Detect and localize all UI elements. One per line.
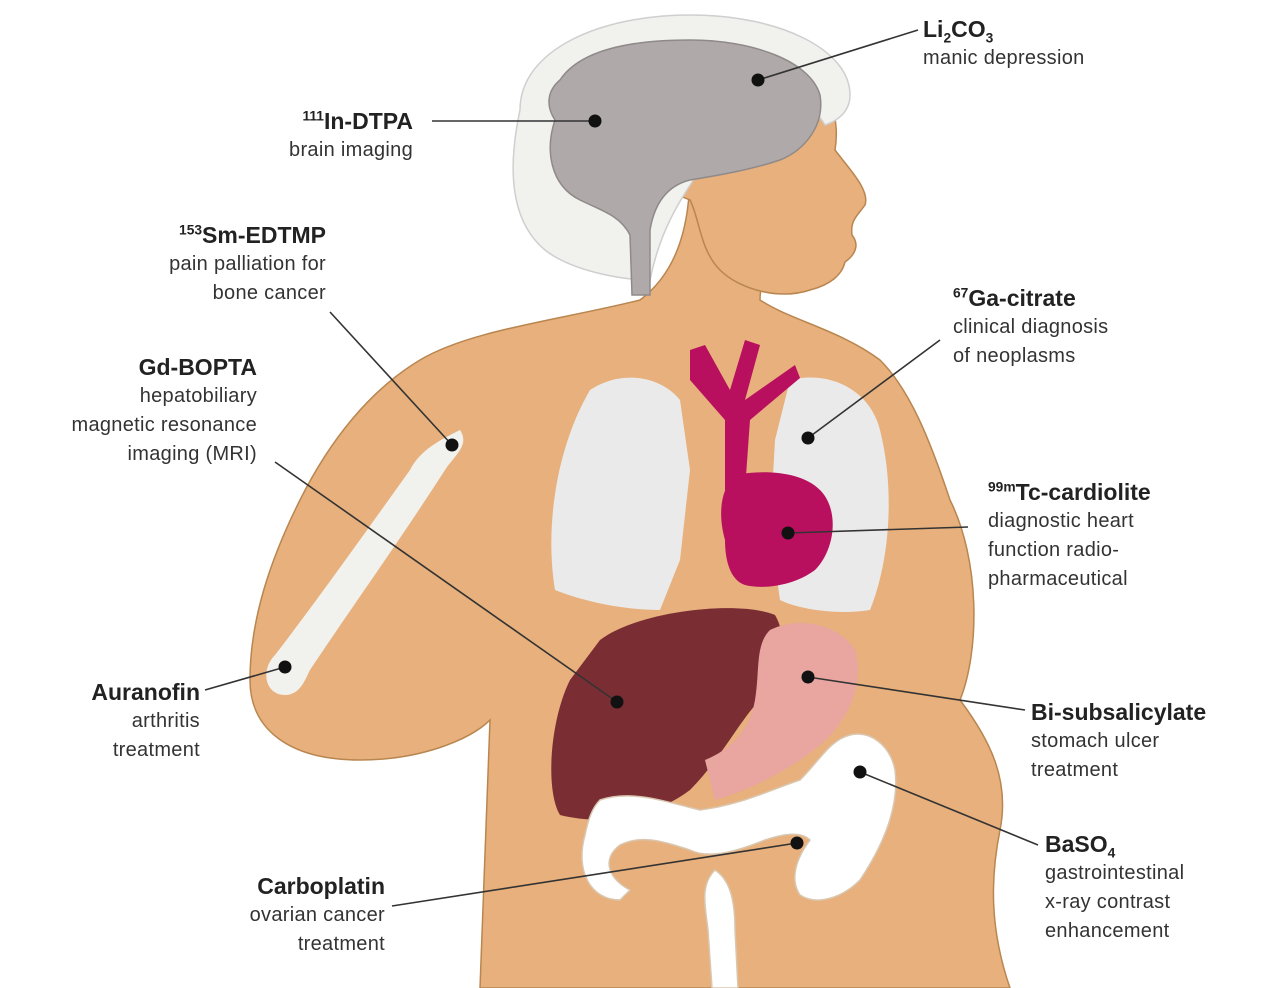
label-title: 67Ga-citrate bbox=[953, 283, 1108, 313]
label-desc: of neoplasms bbox=[953, 342, 1108, 371]
label-desc: x-ray contrast bbox=[1045, 888, 1184, 917]
label-title: Li2CO3 bbox=[923, 14, 1085, 44]
label-desc: bone cancer bbox=[169, 279, 326, 308]
label-desc: gastrointestinal bbox=[1045, 859, 1184, 888]
label-desc: manic depression bbox=[923, 44, 1085, 73]
label-title: 153Sm-EDTMP bbox=[169, 220, 326, 250]
marker-dot bbox=[611, 696, 624, 709]
label-gd-bopta: Gd-BOPTA hepatobiliary magnetic resonanc… bbox=[71, 352, 257, 469]
label-tc-cardiolite: 99mTc-cardiolite diagnostic heart functi… bbox=[988, 477, 1151, 594]
label-desc: treatment bbox=[1031, 756, 1206, 785]
label-title: Gd-BOPTA bbox=[71, 352, 257, 382]
label-desc: brain imaging bbox=[289, 136, 413, 165]
label-desc: enhancement bbox=[1045, 917, 1184, 946]
label-title: BaSO4 bbox=[1045, 829, 1184, 859]
label-baso4: BaSO4 gastrointestinal x-ray contrast en… bbox=[1045, 829, 1184, 946]
label-desc: imaging (MRI) bbox=[71, 440, 257, 469]
marker-dot bbox=[279, 661, 292, 674]
label-desc: hepatobiliary bbox=[71, 382, 257, 411]
marker-dot bbox=[854, 766, 867, 779]
label-desc: ovarian cancer bbox=[250, 901, 385, 930]
label-desc: magnetic resonance bbox=[71, 411, 257, 440]
label-desc: diagnostic heart bbox=[988, 507, 1151, 536]
label-title: Auranofin bbox=[91, 677, 200, 707]
label-desc: arthritis bbox=[91, 707, 200, 736]
label-desc: treatment bbox=[250, 930, 385, 959]
label-desc: stomach ulcer bbox=[1031, 727, 1206, 756]
marker-dot bbox=[446, 439, 459, 452]
marker-dot bbox=[589, 115, 602, 128]
label-carboplatin: Carboplatin ovarian cancer treatment bbox=[250, 871, 385, 959]
label-in-dtpa: 111In-DTPA brain imaging bbox=[289, 106, 413, 165]
marker-dot bbox=[782, 527, 795, 540]
label-sm-edtmp: 153Sm-EDTMP pain palliation for bone can… bbox=[169, 220, 326, 308]
label-desc: treatment bbox=[91, 736, 200, 765]
label-title: Bi-subsalicylate bbox=[1031, 697, 1206, 727]
label-bi-subsalicylate: Bi-subsalicylate stomach ulcer treatment bbox=[1031, 697, 1206, 785]
label-ga-citrate: 67Ga-citrate clinical diagnosis of neopl… bbox=[953, 283, 1108, 371]
label-title: 111In-DTPA bbox=[289, 106, 413, 136]
label-desc: function radio- bbox=[988, 536, 1151, 565]
label-title: 99mTc-cardiolite bbox=[988, 477, 1151, 507]
label-desc: clinical diagnosis bbox=[953, 313, 1108, 342]
label-desc: pain palliation for bbox=[169, 250, 326, 279]
label-auranofin: Auranofin arthritis treatment bbox=[91, 677, 200, 765]
marker-dot bbox=[802, 432, 815, 445]
marker-dot bbox=[752, 74, 765, 87]
label-title: Carboplatin bbox=[250, 871, 385, 901]
marker-dot bbox=[802, 671, 815, 684]
label-desc: pharmaceutical bbox=[988, 565, 1151, 594]
marker-dot bbox=[791, 837, 804, 850]
label-li2co3: Li2CO3 manic depression bbox=[923, 14, 1085, 73]
